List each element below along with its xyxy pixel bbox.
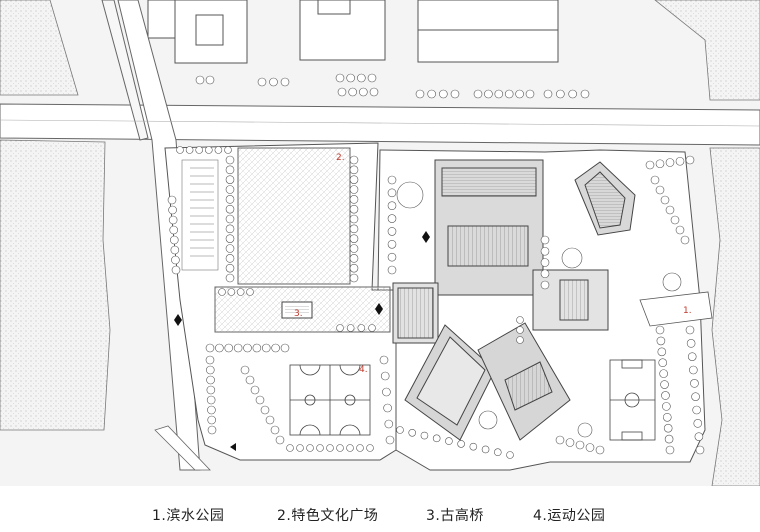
building-northeast [574,161,636,236]
culture-plaza [237,147,351,285]
legend-item-ancient-bridge: 3.古高桥 [426,508,484,524]
marker-ancient-bridge: 3. [294,309,303,319]
sports-courts [289,364,371,436]
north-buildings [147,0,559,64]
east-bridge [639,291,713,327]
marker-waterfront-park: 1. [683,306,692,316]
legend-item-culture-plaza: 2.特色文化广场 [277,508,379,524]
building-south-a [404,324,496,441]
legend: 1.滨水公园 2.特色文化广场 3.古高桥 4.运动公园 [0,505,760,529]
tree-canopy [167,73,705,459]
entrance-arrows [174,231,430,451]
football-field [609,359,656,441]
marker-sports-park: 4. [359,365,368,375]
building-east-small [532,269,609,331]
parking-lot [181,159,219,271]
main-building-north [434,159,544,296]
building-south-b [477,322,571,441]
road-centerline [0,119,760,127]
riverbank-left [0,0,111,431]
covered-walkway [392,282,439,344]
footpath [154,425,211,471]
legend-item-waterfront-park: 1.滨水公园 [152,508,225,524]
site-plan: 1. 2. 3. 4. [0,0,760,486]
marker-culture-plaza: 2. [336,153,345,163]
riverbank-right [654,0,760,486]
roads [0,0,760,471]
legend-item-sports-park: 4.运动公园 [533,508,606,524]
